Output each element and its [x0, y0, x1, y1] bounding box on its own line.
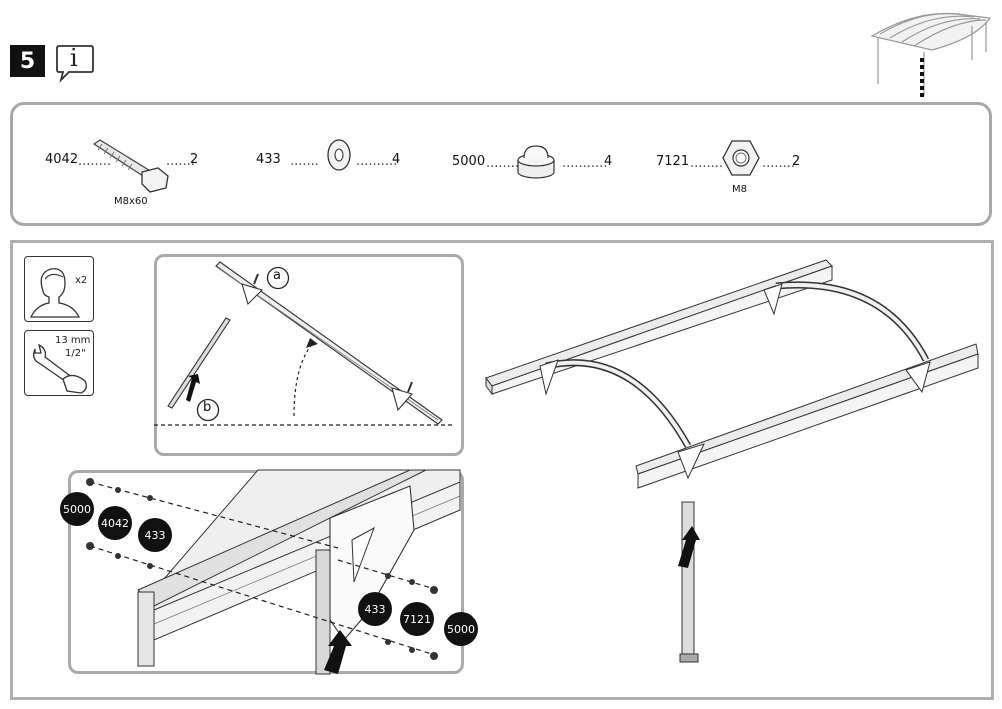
part-qty-433: 4	[392, 152, 401, 167]
bolt-icon	[92, 139, 169, 193]
badge-7121: 7121	[400, 602, 434, 636]
callout-a: a	[273, 268, 281, 283]
part-code-7121: 7121	[656, 154, 690, 169]
rail-rotation-drawing	[154, 261, 454, 426]
part-caption-7121: M8	[732, 184, 747, 195]
badge-5000-left: 5000	[60, 492, 94, 526]
dots: ........	[762, 156, 796, 171]
people-count: x2	[75, 275, 88, 286]
info-letter: i	[70, 44, 78, 72]
part-code-5000: 5000	[452, 154, 486, 169]
wrench-size-mm: 13 mm	[55, 335, 91, 346]
badge-5000-right: 5000	[444, 612, 478, 646]
parts-panel	[10, 102, 992, 226]
hex-nut-icon	[722, 140, 760, 176]
wrench-size-in: 1/2"	[65, 348, 86, 359]
wrench-tool-box: 13 mm 1/2"	[24, 330, 94, 396]
dots: ..........	[356, 154, 398, 169]
wrench-icon	[33, 343, 87, 394]
washer-icon	[327, 139, 351, 171]
badge-433-right: 433	[358, 592, 392, 626]
part-qty-5000: 4	[604, 154, 613, 169]
cap-nut-icon	[517, 145, 555, 179]
info-bubble-icon	[56, 45, 94, 83]
badge-433-left: 433	[138, 518, 172, 552]
part-qty-7121: 2	[792, 154, 801, 169]
part-code-4042: 4042	[45, 152, 79, 167]
part-qty-4042: 2	[190, 152, 199, 167]
callout-b-icon	[196, 398, 220, 422]
dots: ........	[78, 154, 112, 169]
carport-thumbnail	[870, 12, 992, 100]
part-caption-4042: M8x60	[114, 196, 148, 207]
callout-a-icon	[266, 266, 290, 290]
dots: ........	[690, 156, 724, 171]
dots: .......	[290, 154, 319, 169]
step-number: 5	[10, 45, 45, 77]
part-code-433: 433	[256, 152, 281, 167]
frame-assembly-drawing	[485, 259, 979, 663]
dots: ...........	[562, 156, 608, 171]
bolt-detail-drawing	[86, 469, 461, 675]
people-tool-box: x2	[24, 256, 94, 322]
assembly-panel	[10, 240, 994, 700]
callout-b: b	[203, 400, 212, 415]
dots: .......	[166, 154, 195, 169]
badge-4042: 4042	[98, 506, 132, 540]
dots: ........	[486, 156, 520, 171]
person-icon	[29, 268, 81, 318]
